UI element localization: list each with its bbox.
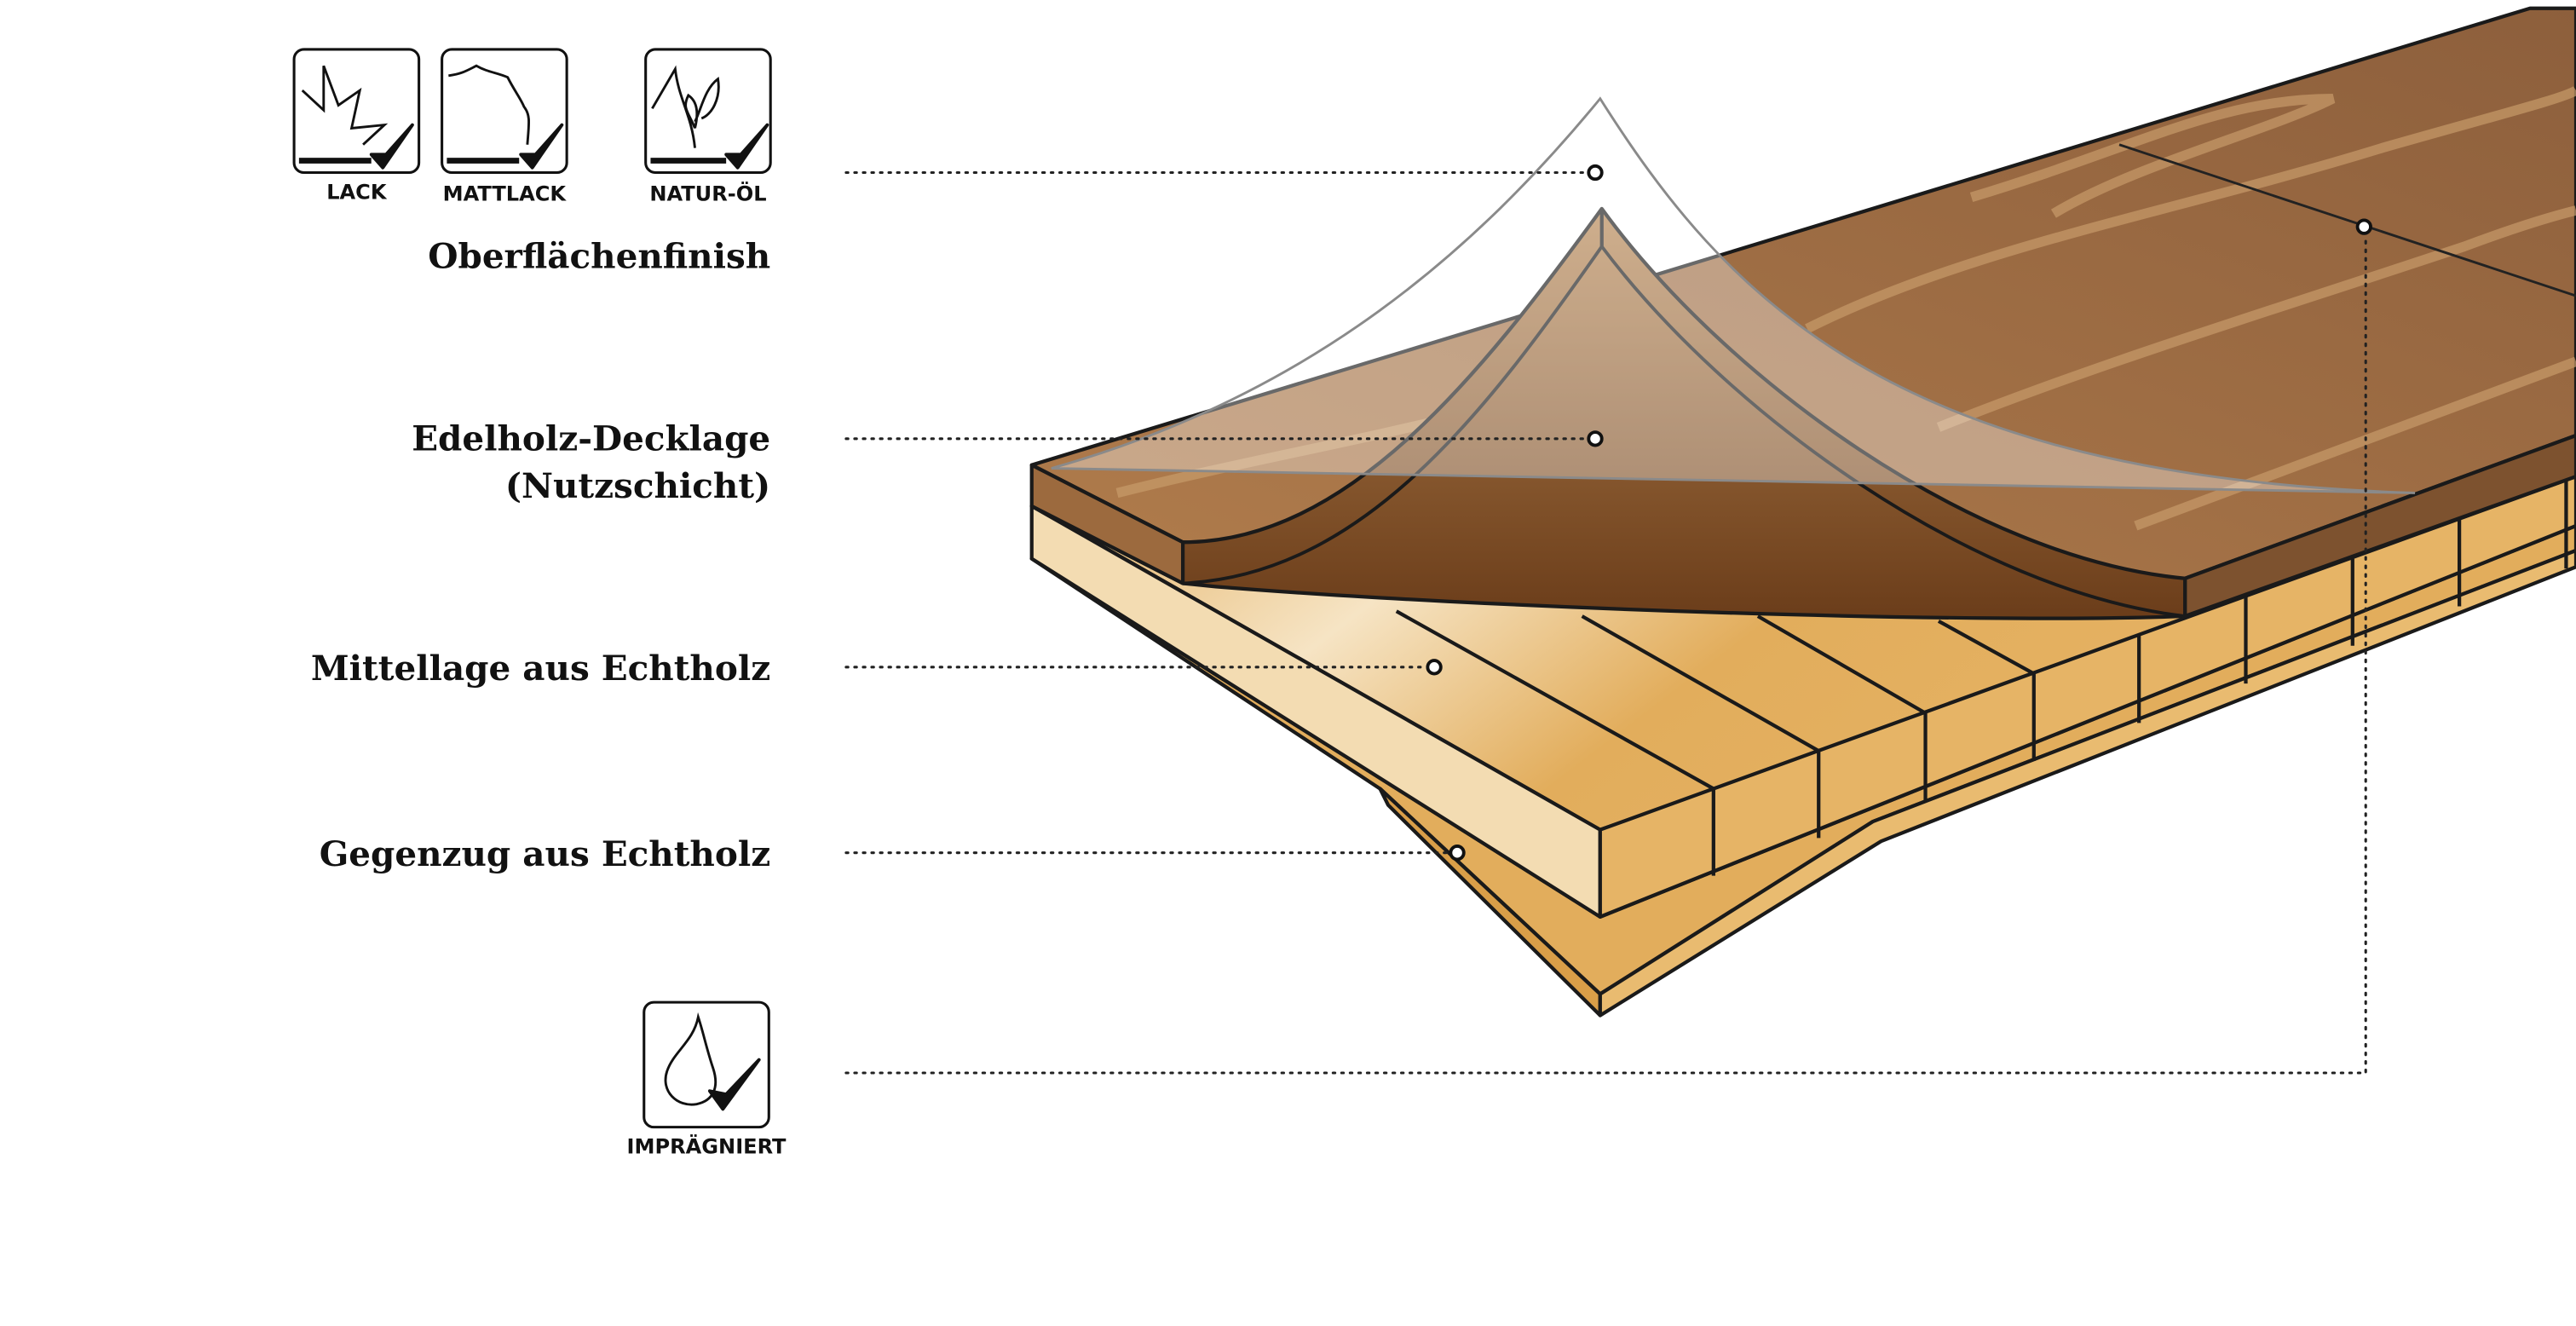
- peeled-wear-layer: [1180, 206, 2187, 620]
- label-impraegniert: IMPRÄGNIERT: [627, 1133, 787, 1158]
- leader-lines: [844, 164, 2372, 1075]
- water-drop-check-icon: [643, 1000, 770, 1129]
- matt-lacquer-icon: [441, 48, 568, 175]
- middle-layer: [1029, 475, 2576, 919]
- label-finish: Oberflächenfinish: [428, 235, 770, 276]
- label-top-layer-sub: (Nutzschicht): [505, 465, 770, 506]
- label-backing-layer: Gegenzug aus Echtholz: [320, 833, 770, 874]
- label-lack: LACK: [326, 180, 388, 204]
- label-middle-layer: Mittellage aus Echtholz: [311, 648, 770, 689]
- label-natur-oel: NATUR-ÖL: [649, 180, 766, 205]
- label-top-layer: Edelholz-Decklage: [412, 418, 770, 458]
- label-mattlack: MATTLACK: [443, 182, 568, 205]
- natural-oil-icon: [644, 48, 772, 175]
- gloss-lacquer-icon: [292, 48, 421, 175]
- finish-film: [1051, 96, 2416, 494]
